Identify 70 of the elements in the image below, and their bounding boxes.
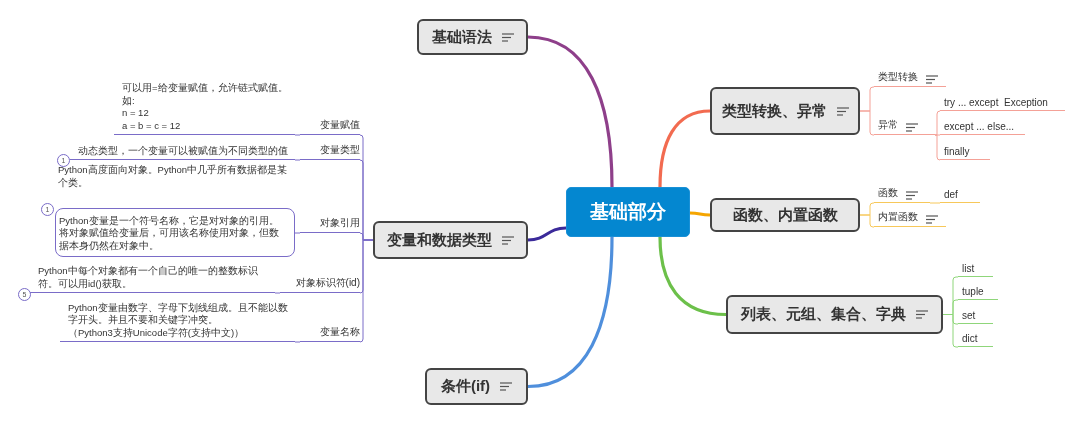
topic-text: 内置函数 [878,210,918,224]
topic-text: 函数、内置函数 [732,205,838,225]
branch-curve [658,109,711,188]
topic-text: finally [944,146,970,157]
note-text-block [70,142,295,160]
note-text: Python高度面向对象。Python中几乎所有数据都是某个类。 [58,164,288,189]
topic-text: 条件(if) [440,377,491,396]
topic-box [425,368,528,405]
connector-line [942,314,959,348]
topic-box [710,87,860,135]
subtopic-label [874,209,946,227]
topic-text: try ... except Exception [944,97,1048,108]
subtopic-label [300,142,360,160]
subtopic-label [874,117,935,135]
topic-text: 类型转换、异常 [721,101,827,121]
topic-text: except ... else... [944,121,1015,132]
subtopic-label [874,69,946,87]
topic-text: 对象引用 [320,216,360,230]
note-text: 如: [122,94,136,107]
note-text: Python中每个对象都有一个自己的唯一的整数标识符。可以用id()获取。 [38,265,259,290]
connector-line [294,341,301,343]
topic-text: 变量和数据类型 [387,230,492,250]
branch-curve [527,226,567,242]
subtopic-label [280,275,360,293]
note-text: Python变量是一个符号名称，它是对对象的引用。将对象赋值给变量后，可用该名称使用对象，但数据本身仍然在对象中。 [59,214,280,253]
topic-text: 类型转换 [878,70,918,84]
connector-line [294,159,301,161]
topic-box [417,19,528,55]
topic-text: 变量赋值 [320,118,360,132]
subtopic-label [874,185,930,203]
note-text: （Python3支持Unicode字符(支持中文)） [68,326,246,339]
subtopic-label [300,117,360,135]
topic-text: 列表、元组、集合、字典 [741,305,906,324]
topic-box [726,295,943,334]
connector-line [294,134,301,136]
subtopic-label [300,324,360,342]
connector-line [859,110,875,136]
topic-text: 对象标识符(id) [295,276,360,290]
topic-box [710,198,860,232]
topic-text: 变量名称 [320,325,360,339]
connector-line [294,232,301,234]
note-text-block [30,262,275,293]
branch-curve [527,236,614,389]
topic-text: 变量类型 [320,143,360,157]
topic-text: 异常 [878,118,898,132]
topic-text: tuple [962,286,984,297]
note-text: 动态类型，一个变量可以被赋值为不同类型的值 [78,144,289,157]
topic-text: 函数 [878,186,898,200]
connector-line [929,202,941,204]
topic-text: set [962,310,976,321]
connector-line [859,214,875,228]
topic-text: 基础部分 [590,200,666,224]
branch-curve [689,211,711,217]
topic-box [373,221,528,259]
note-text: n = 12 [122,107,150,120]
note-text: a = b = c = 12 [122,119,182,132]
connector-line [934,110,941,136]
note-text: Python变量由数字、字母下划线组成。且不能以数字开头。并且不要和关键字冲突。 [68,301,289,327]
topic-text: list [962,263,975,274]
subtopic-label [300,215,360,233]
connector-line [934,134,941,161]
central-topic-box [566,187,690,237]
branch-curve [658,236,727,317]
note-text: 可以用=给变量赋值，允许链式赋值。 [122,82,289,95]
connector-line [274,292,281,294]
topic-text: dict [962,333,978,344]
topic-text: 基础语法 [431,27,492,47]
branch-curve [527,35,614,188]
note-box [55,208,295,257]
topic-text: def [944,189,958,200]
